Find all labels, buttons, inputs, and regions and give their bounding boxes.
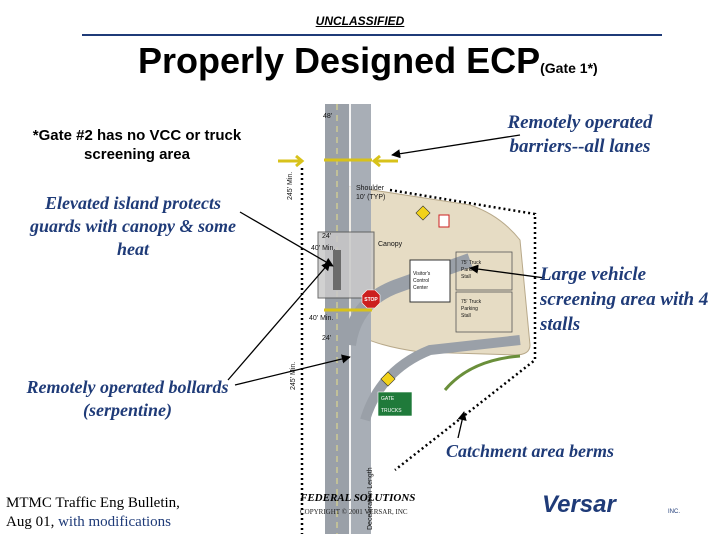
vcc-label-2: Control: [413, 278, 429, 284]
dim-24-upper-label: 24': [322, 233, 331, 240]
truck-stall-lower: [455, 291, 513, 333]
versar-logo: Versar INC.: [542, 492, 680, 516]
gate-trucks-sign: [377, 391, 413, 417]
stall-upper-label-3: Stall: [461, 274, 471, 280]
arrow-large-vehicle: [469, 264, 546, 279]
stall-lower-label-2: Parking: [461, 306, 478, 312]
shoulder-label: Shoulder: [356, 185, 385, 192]
truck-lane-lower: [360, 335, 521, 422]
stall-lower-label-1: 75' Truck: [461, 299, 482, 305]
catchment-berm: [443, 354, 521, 391]
title-suffix: (Gate 1*): [540, 60, 598, 76]
federal-solutions-label: FEDERAL SOLUTIONS: [300, 492, 416, 504]
annotation-elevated-island: Elevated island protects guards with can…: [29, 193, 237, 259]
title-main: Properly Designed ECP: [138, 40, 541, 81]
top-width-label: 48': [323, 113, 332, 120]
vcc-label-3: Center: [413, 285, 428, 291]
visitor-control-center: [409, 259, 451, 303]
source-line-1: MTMC Traffic Eng Bulletin,: [6, 495, 180, 511]
stall-upper-label-1: 75' Truck: [461, 260, 482, 266]
barrier-arrow-right: [371, 154, 398, 168]
truck-stall-upper: [455, 251, 513, 291]
copyright-label: COPYRIGHT © 2001 VERSAR, INC: [300, 508, 408, 516]
warning-sign-lower: [380, 371, 396, 387]
source-citation: MTMC Traffic Eng Bulletin, Aug 01, with …: [6, 494, 236, 532]
min-245-lower-label: 245' Min.: [290, 362, 297, 390]
arrow-bollards-upper: [227, 261, 331, 381]
stall-upper-label-2: Parking: [461, 267, 478, 273]
dim-40-lower-label: 40' Min.: [309, 315, 333, 322]
sign-gate-label: GATE: [381, 396, 395, 402]
shoulder-typ-label: 10' (TYP): [356, 194, 385, 201]
warning-sign-upper: [415, 205, 431, 221]
vcc-label-1: Visitor's: [413, 271, 431, 277]
header-rule: [82, 34, 662, 36]
arrow-bollards-lower: [234, 354, 351, 386]
elevated-island: [333, 250, 341, 290]
gate-2-note: *Gate #2 has no VCC or truck screening a…: [32, 127, 242, 163]
source-date: Aug 01,: [6, 514, 55, 530]
versar-logo-text: Versar: [542, 492, 618, 516]
source-highlight: with modifications: [58, 514, 171, 530]
versar-logo-suffix: INC.: [668, 509, 680, 515]
arrow-elevated-island: [239, 211, 334, 267]
stop-sign: [361, 289, 381, 309]
sign-trucks-label: TRUCKS: [381, 408, 402, 414]
canopy-label: Canopy: [378, 241, 403, 248]
dim-24-lower-label: 24': [322, 335, 331, 342]
arrow-barriers: [391, 134, 521, 159]
annotation-large-vehicle: Large vehicle screening area with 4 stal…: [540, 264, 709, 335]
min-245-upper-label: 245' Min.: [287, 172, 294, 200]
page-title: Properly Designed ECP(Gate 1*): [138, 40, 698, 82]
deceleration-label: Deceleration Length: [367, 467, 374, 530]
source-line-2: Aug 01, with modifications: [6, 513, 236, 532]
barrier-arrow-left: [278, 154, 305, 168]
annotation-bollards: Remotely operated bollards (serpentine): [26, 377, 229, 420]
annotation-berms: Catchment area berms: [446, 441, 615, 461]
classification-label: UNCLASSIFIED: [315, 14, 405, 28]
arrow-berms: [457, 411, 467, 439]
stall-lower-label-3: Stall: [461, 313, 471, 319]
stop-sign-label: STOP: [364, 297, 378, 303]
speed-sign: [438, 214, 450, 228]
dim-40-upper-label: 40' Min.: [311, 245, 335, 252]
annotation-remote-barriers: Remotely operated barriers--all lanes: [507, 112, 653, 157]
canopy: [317, 231, 375, 299]
